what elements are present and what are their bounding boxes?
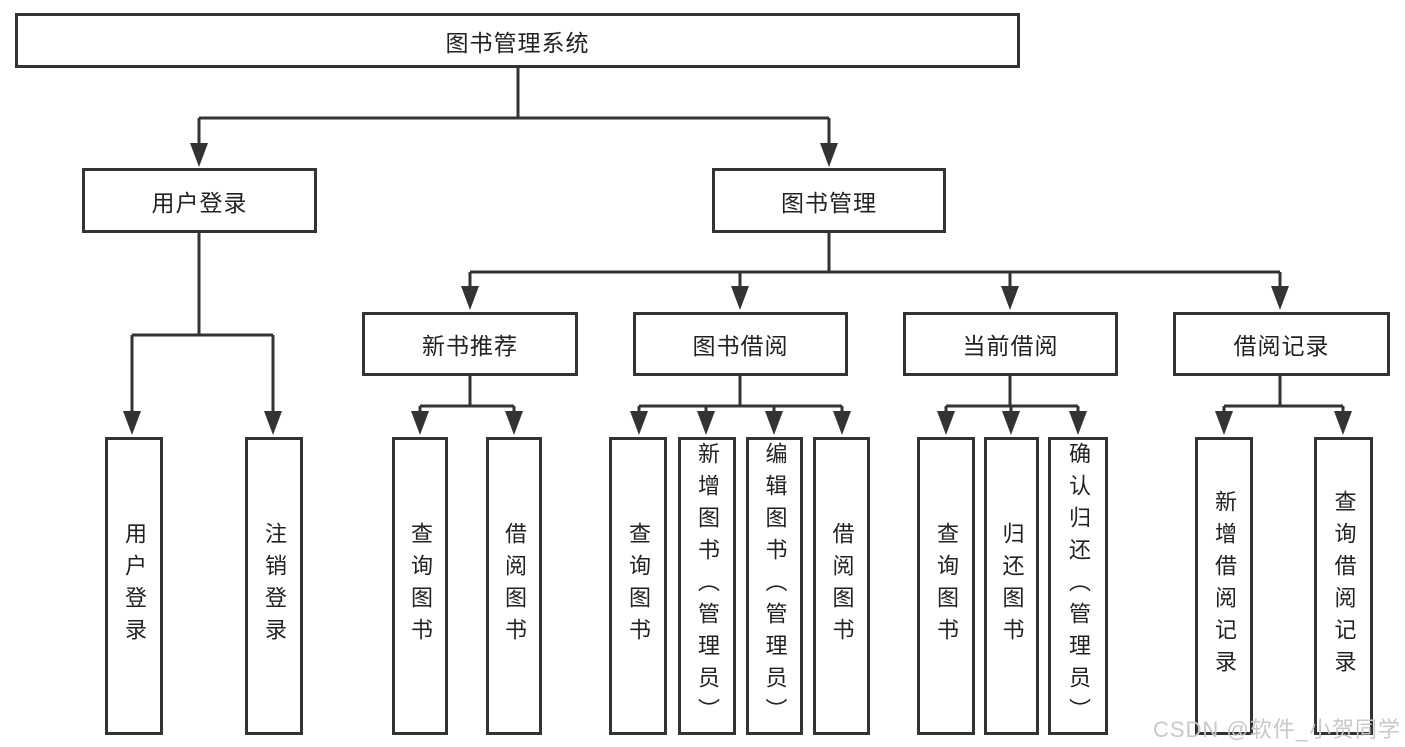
arrowhead	[264, 411, 282, 435]
edges-new-book-to-leaves	[411, 376, 523, 435]
edges-current-borrow-to-leaves	[937, 376, 1087, 435]
leaf-edit-books-admin: 编辑图书（管理员）	[746, 437, 803, 735]
arrowhead	[937, 411, 955, 435]
leaf-return-books: 归还图书	[984, 437, 1039, 735]
edges-root-to-level2	[190, 68, 838, 167]
leaf-query-borrow-record: 查询借阅记录	[1314, 437, 1373, 735]
node-book-borrowing: 图书借阅	[633, 312, 848, 376]
node-label: 借阅图书	[502, 522, 527, 650]
leaf-add-books-admin: 新增图书（管理员）	[678, 437, 736, 735]
node-label: 用户登录	[151, 189, 248, 216]
node-label: 图书借阅	[692, 333, 789, 359]
node-label: 新增借阅记录	[1212, 490, 1237, 682]
leaf-query-books-borrow: 查询图书	[609, 437, 667, 735]
arrowhead	[833, 411, 851, 435]
node-label: 借阅记录	[1233, 333, 1330, 359]
edges-user-login-to-leaves	[123, 233, 282, 435]
node-user-login: 用户登录	[82, 168, 317, 233]
arrowhead	[731, 286, 749, 310]
node-book-management: 图书管理	[712, 168, 946, 233]
arrowhead	[1334, 411, 1352, 435]
node-label: 用户登录	[122, 522, 147, 650]
arrowhead	[1271, 286, 1289, 310]
edges-book-borrow-to-leaves	[630, 376, 851, 435]
node-label: 图书管理系统	[445, 29, 590, 56]
node-library-management-system: 图书管理系统	[15, 13, 1020, 68]
node-label: 注销登录	[262, 522, 287, 650]
node-label: 查询借阅记录	[1331, 490, 1357, 682]
arrowhead	[1001, 286, 1019, 310]
arrowhead	[505, 411, 523, 435]
node-label: 确认归还（管理员）	[1066, 442, 1091, 730]
arrowhead	[630, 411, 648, 435]
node-borrowing-records: 借阅记录	[1173, 312, 1390, 376]
arrowhead	[1215, 411, 1233, 435]
node-label: 查询图书	[408, 522, 433, 650]
arrowhead	[1002, 411, 1020, 435]
leaf-borrow-books: 借阅图书	[813, 437, 870, 735]
node-label: 当前借阅	[962, 333, 1059, 359]
csdn-watermark: CSDN @软件_小贺同学	[1152, 717, 1401, 742]
node-label: 新书推荐	[422, 333, 518, 359]
node-new-book-recommendation: 新书推荐	[362, 312, 578, 376]
leaf-query-books-current: 查询图书	[917, 437, 975, 735]
edges-borrow-records-to-leaves	[1215, 376, 1352, 435]
node-label: 查询图书	[934, 522, 959, 650]
edges-book-mgmt-to-level3	[461, 233, 1289, 310]
node-current-borrowing: 当前借阅	[903, 312, 1118, 376]
node-label: 新增图书（管理员）	[695, 442, 720, 730]
arrowhead	[190, 143, 208, 167]
leaf-borrow-books-recommend: 借阅图书	[486, 437, 542, 735]
node-label: 归还图书	[999, 522, 1025, 650]
leaf-query-books-recommend: 查询图书	[392, 437, 448, 735]
leaf-add-borrow-record: 新增借阅记录	[1195, 437, 1253, 735]
arrowhead	[765, 411, 783, 435]
arrowhead	[697, 411, 715, 435]
leaf-confirm-return-admin: 确认归还（管理员）	[1048, 437, 1108, 735]
arrowhead	[411, 411, 429, 435]
arrowhead	[1069, 411, 1087, 435]
leaf-logout: 注销登录	[245, 437, 303, 735]
arrowhead	[461, 286, 479, 310]
arrowhead	[820, 143, 838, 167]
node-label: 借阅图书	[829, 522, 855, 650]
arrowhead	[123, 411, 141, 435]
node-label: 图书管理	[781, 189, 877, 216]
node-label: 编辑图书（管理员）	[762, 442, 788, 730]
node-label: 查询图书	[626, 522, 651, 650]
leaf-user-login: 用户登录	[105, 437, 163, 735]
